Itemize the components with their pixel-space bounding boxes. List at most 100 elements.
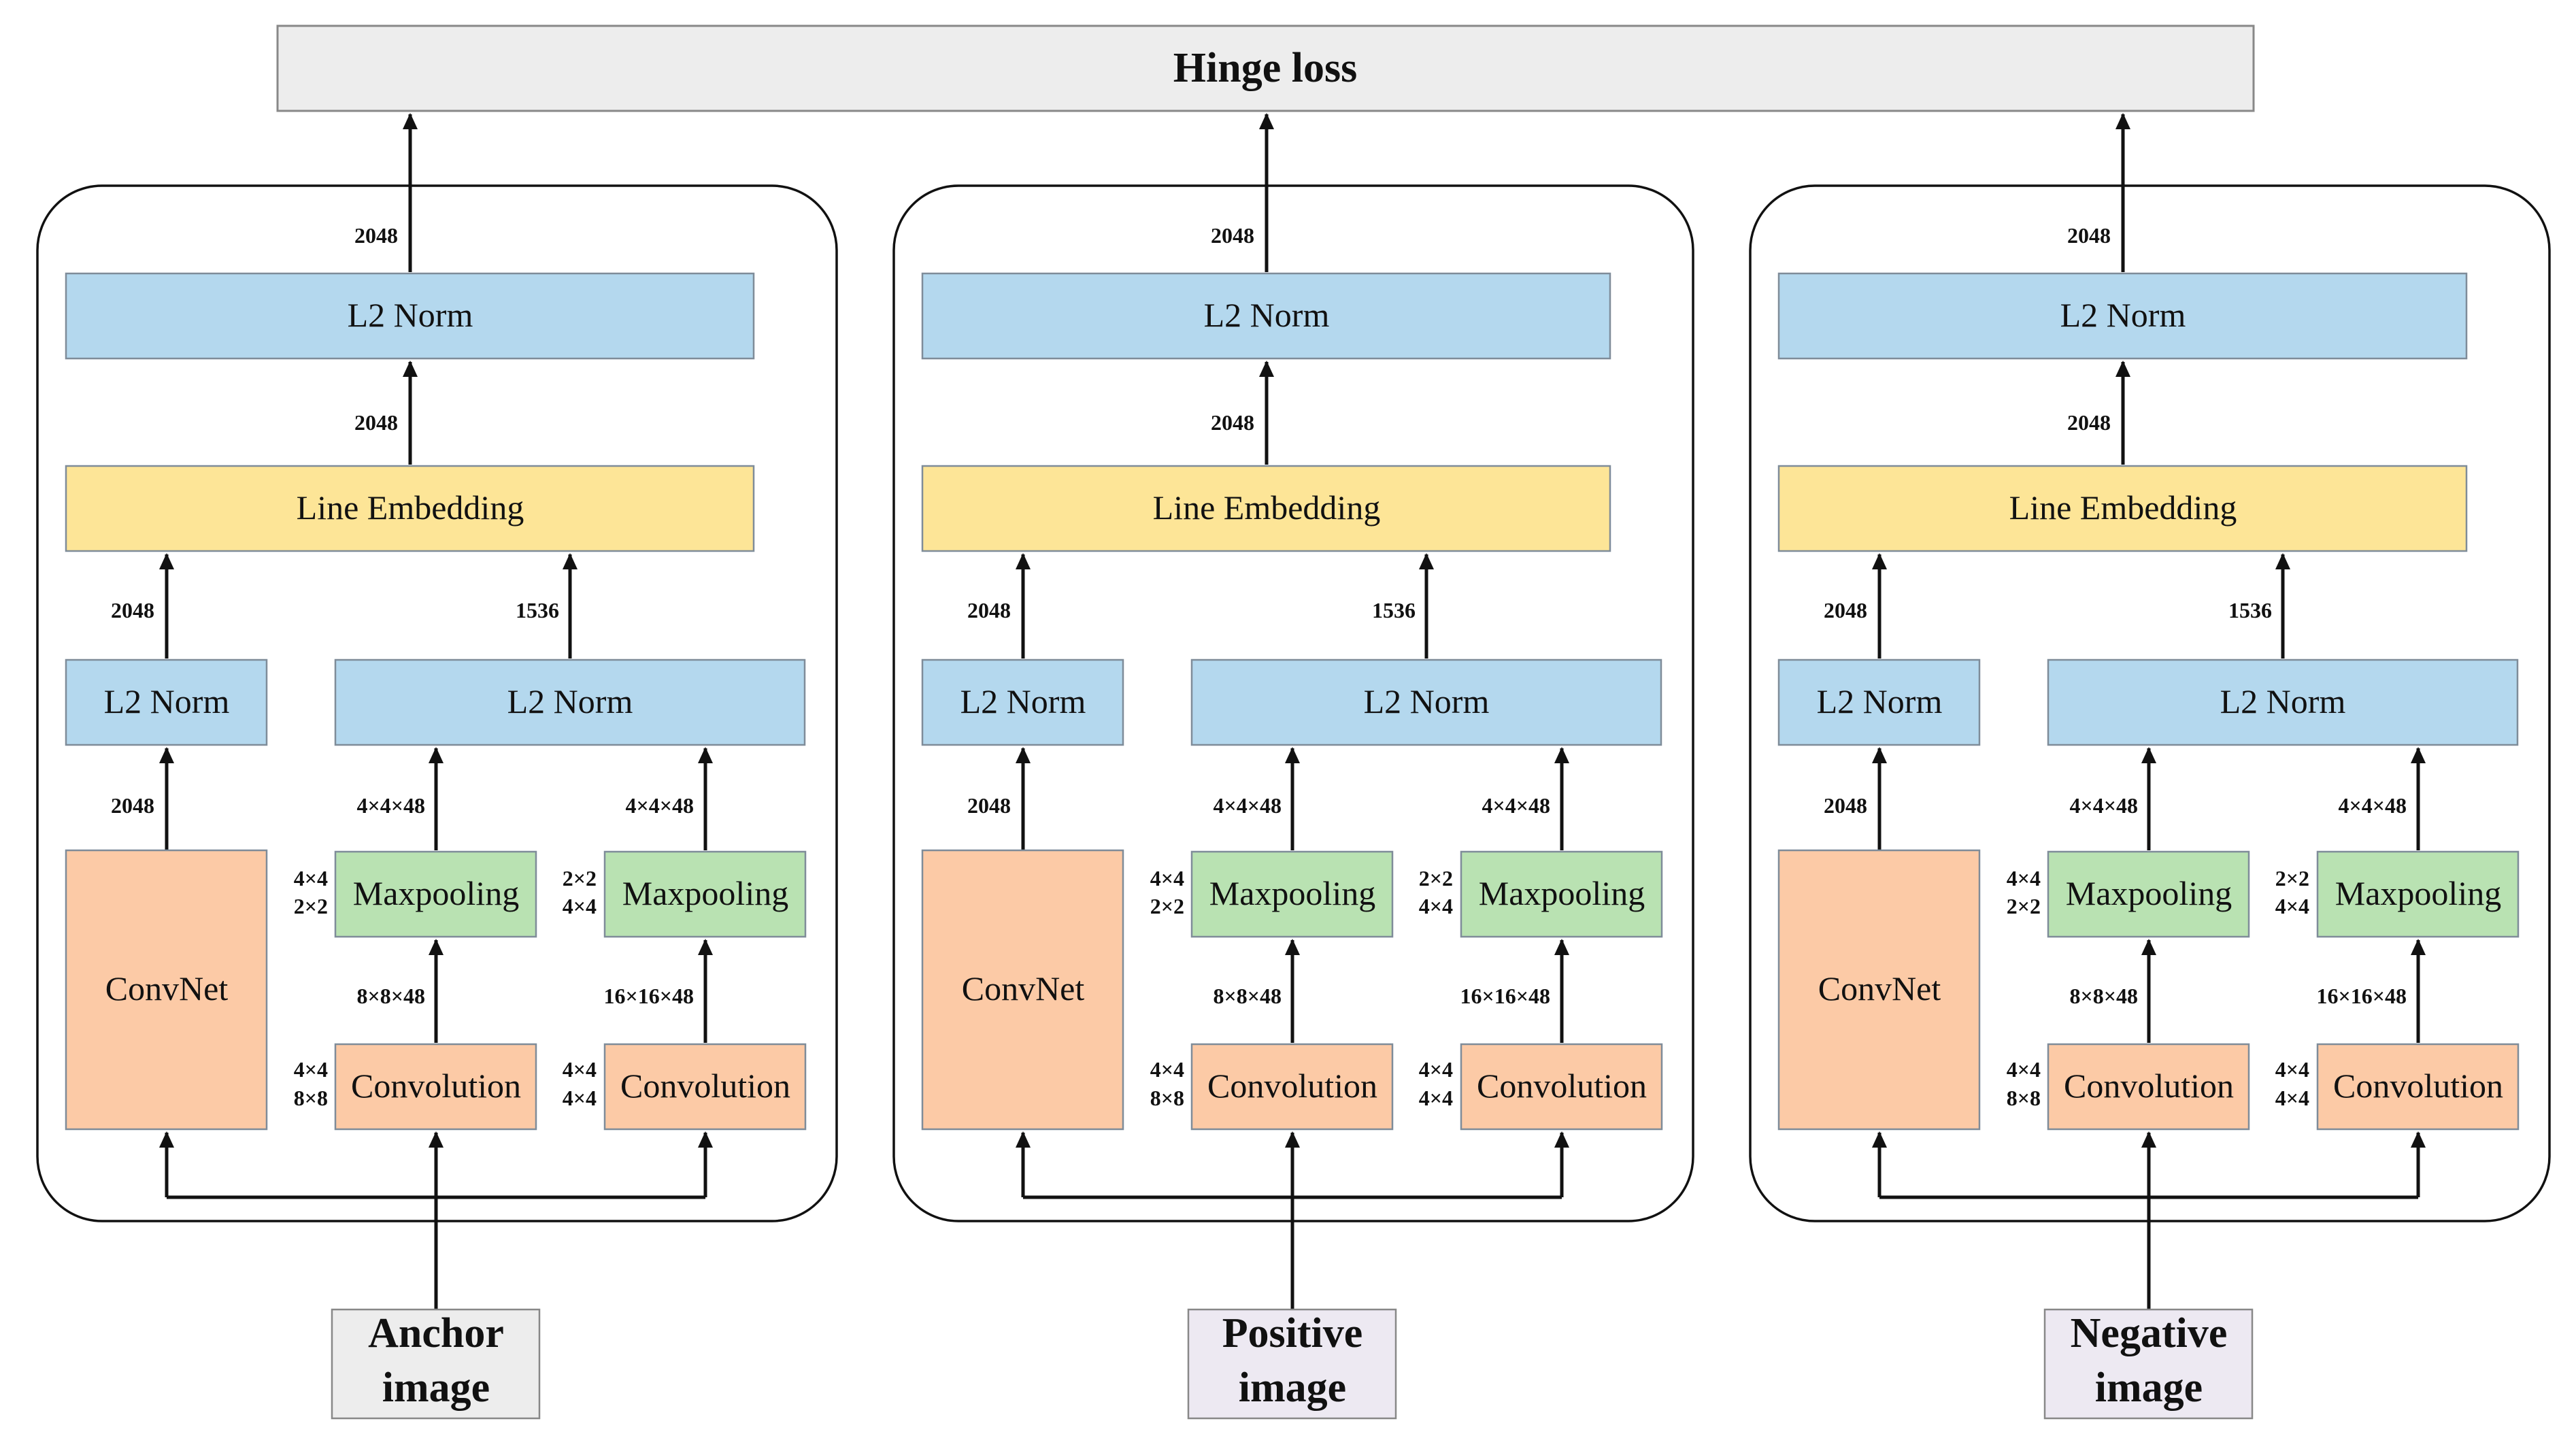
convolution-label-2: Convolution <box>1477 1067 1647 1105</box>
pool1-kernel-label: 4×4 <box>2007 866 2041 890</box>
pool2-kernel-label: 2×2 <box>563 866 597 890</box>
embedding-dim-label: 2048 <box>1211 410 1254 435</box>
pool1-dim-label: 4×4×48 <box>357 793 425 818</box>
left-l2-norm-box <box>65 658 268 746</box>
convolution-box-2 <box>2316 1043 2520 1131</box>
input-label-line1: Anchor <box>368 1310 504 1356</box>
maxpooling-label-2: Maxpooling <box>622 874 788 912</box>
maxpooling-label-2: Maxpooling <box>1479 874 1645 912</box>
pool2-stride-label: 4×4 <box>1419 894 1453 918</box>
embedding-dim-label: 2048 <box>354 410 398 435</box>
conv1-dim-label: 8×8×48 <box>1214 984 1282 1008</box>
conv1-dim-label: 8×8×48 <box>2070 984 2138 1008</box>
pool1-kernel-label: 4×4 <box>1150 866 1184 890</box>
left-l2-norm-label: L2 Norm <box>104 682 230 720</box>
conv2-kernel-label: 4×4 <box>1419 1057 1453 1082</box>
pool1-dim-label: 4×4×48 <box>2070 793 2138 818</box>
hinge-loss-box: Hinge loss <box>276 24 2255 112</box>
pool1-stride-label: 2×2 <box>2007 894 2041 918</box>
left-norm-dim-label: 2048 <box>967 598 1011 622</box>
left-norm-dim-label: 2048 <box>111 598 154 622</box>
convnet-dim-label: 2048 <box>111 793 154 818</box>
left-norm-dim-label: 2048 <box>1824 598 1867 622</box>
pool2-kernel-label: 2×2 <box>1419 866 1453 890</box>
line-embedding-label: Line Embedding <box>2009 488 2237 527</box>
right-l2-norm-label: L2 Norm <box>2220 682 2346 720</box>
hinge-loss-label: Hinge loss <box>1173 45 1357 91</box>
convnet-box <box>921 849 1124 1131</box>
maxpooling-label-1: Maxpooling <box>2066 874 2232 912</box>
conv1-stride-label: 8×8 <box>1150 1086 1184 1110</box>
top-dim-label: 2048 <box>354 223 398 248</box>
input-image-box <box>2043 1308 2254 1420</box>
convnet-label: ConvNet <box>1818 969 1941 1007</box>
left-l2-norm-label: L2 Norm <box>1817 682 1943 720</box>
maxpooling-box-2 <box>1460 850 1663 938</box>
top-l2-norm-box <box>921 272 1611 360</box>
right-l2-norm-box <box>1190 658 1662 746</box>
line-embedding-label: Line Embedding <box>297 488 524 527</box>
pool2-dim-label: 4×4×48 <box>626 793 694 818</box>
input-label-line1: Negative <box>2071 1310 2228 1356</box>
right-norm-dim-label: 1536 <box>516 598 559 622</box>
maxpooling-box-2 <box>603 850 807 938</box>
pool2-kernel-label: 2×2 <box>2275 866 2309 890</box>
conv1-stride-label: 8×8 <box>2007 1086 2041 1110</box>
top-l2-norm-box <box>65 272 755 360</box>
line-embedding-label: Line Embedding <box>1153 488 1381 527</box>
convolution-box-1 <box>2047 1043 2250 1131</box>
convolution-label-2: Convolution <box>2333 1067 2503 1105</box>
pool1-kernel-label: 4×4 <box>294 866 328 890</box>
embedding-dim-label: 2048 <box>2067 410 2111 435</box>
right-l2-norm-label: L2 Norm <box>507 682 633 720</box>
convolution-box-1 <box>334 1043 537 1131</box>
conv1-kernel-label: 4×4 <box>2007 1057 2041 1082</box>
conv2-stride-label: 4×4 <box>563 1086 597 1110</box>
input-image-box <box>331 1308 541 1420</box>
input-label-line2: image <box>2095 1365 2203 1411</box>
input-label-line2: image <box>382 1365 490 1411</box>
pool1-stride-label: 2×2 <box>1150 894 1184 918</box>
conv1-dim-label: 8×8×48 <box>357 984 425 1008</box>
conv1-kernel-label: 4×4 <box>294 1057 328 1082</box>
right-norm-dim-label: 1536 <box>1372 598 1416 622</box>
maxpooling-label-1: Maxpooling <box>353 874 519 912</box>
conv2-kernel-label: 4×4 <box>2275 1057 2309 1082</box>
conv2-dim-label: 16×16×48 <box>2317 984 2407 1008</box>
convnet-box <box>1777 849 1981 1131</box>
conv2-stride-label: 4×4 <box>2275 1086 2309 1110</box>
conv2-dim-label: 16×16×48 <box>604 984 694 1008</box>
conv1-stride-label: 8×8 <box>294 1086 328 1110</box>
convnet-dim-label: 2048 <box>1824 793 1867 818</box>
maxpooling-box-1 <box>2047 850 2250 938</box>
line-embedding-box <box>921 465 1611 552</box>
pool2-stride-label: 4×4 <box>563 894 597 918</box>
convolution-box-2 <box>603 1043 807 1131</box>
pool2-stride-label: 4×4 <box>2275 894 2309 918</box>
conv2-dim-label: 16×16×48 <box>1460 984 1550 1008</box>
line-embedding-box <box>65 465 755 552</box>
input-label-line2: image <box>1239 1365 1346 1411</box>
maxpooling-box-1 <box>1190 850 1394 938</box>
top-l2-norm-label: L2 Norm <box>1204 296 1330 334</box>
top-l2-norm-label: L2 Norm <box>2060 296 2186 334</box>
input-image-box <box>1187 1308 1397 1420</box>
conv2-kernel-label: 4×4 <box>563 1057 597 1082</box>
convolution-label-1: Convolution <box>351 1067 521 1105</box>
pool2-dim-label: 4×4×48 <box>1482 793 1550 818</box>
pool2-dim-label: 4×4×48 <box>2339 793 2407 818</box>
convolution-label-1: Convolution <box>2064 1067 2234 1105</box>
conv1-kernel-label: 4×4 <box>1150 1057 1184 1082</box>
top-dim-label: 2048 <box>2067 223 2111 248</box>
right-norm-dim-label: 1536 <box>2228 598 2272 622</box>
convnet-dim-label: 2048 <box>967 793 1011 818</box>
top-l2-norm-label: L2 Norm <box>348 296 473 334</box>
input-label-line1: Positive <box>1222 1310 1363 1356</box>
convolution-label-1: Convolution <box>1207 1067 1377 1105</box>
left-l2-norm-box <box>921 658 1124 746</box>
maxpooling-label-1: Maxpooling <box>1209 874 1375 912</box>
